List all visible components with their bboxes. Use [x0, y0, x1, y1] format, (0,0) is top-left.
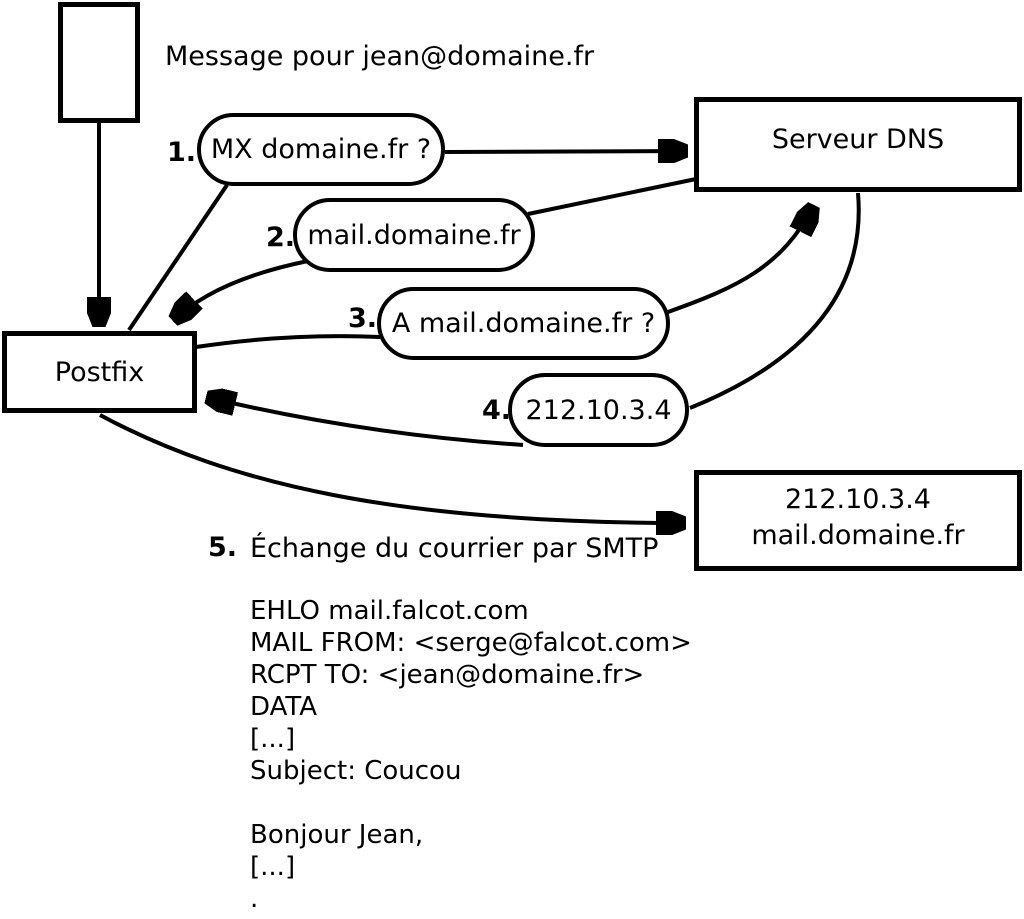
arrow-a-answer-to-postfix	[206, 397, 524, 447]
step4-a-answer-pill: 212.10.3.4	[508, 373, 689, 447]
postfix-label: Postfix	[54, 356, 145, 388]
step2-mx-answer-label: mail.domaine.fr	[307, 219, 521, 251]
step5-label: Échange du courrier par SMTP	[250, 533, 659, 564]
dns-server-node: Serveur DNS	[694, 97, 1022, 192]
line-dns-to-a-answer	[689, 192, 861, 410]
step3-a-query-label: A mail.domaine.fr ?	[391, 308, 656, 339]
smtp-line: EHLO mail.falcot.com	[250, 596, 529, 626]
arrow-postfix-to-target-smtp	[99, 413, 686, 523]
message-title: Message pour jean@domaine.fr	[165, 41, 595, 72]
line-postfix-to-mx-query	[127, 183, 229, 332]
arrow-mx-query-to-dns	[444, 151, 688, 152]
step2-mx-answer-pill: mail.domaine.fr	[293, 198, 535, 272]
smtp-line: [...]	[250, 852, 296, 882]
step2-number: 2.	[266, 222, 296, 253]
smtp-line: [...]	[250, 724, 296, 754]
smtp-line: Subject: Coucou	[250, 756, 462, 786]
step1-mx-query-label: MX domaine.fr ?	[210, 134, 432, 165]
step3-a-query-pill: A mail.domaine.fr ?	[377, 287, 670, 360]
smtp-session-transcript: EHLO mail.falcot.com MAIL FROM: <serge@f…	[250, 595, 692, 915]
smtp-line: MAIL FROM: <serge@falcot.com>	[250, 628, 692, 658]
step3-number: 3.	[348, 303, 378, 334]
target-mail-server-node: 212.10.3.4 mail.domaine.fr	[694, 470, 1022, 571]
smtp-line: .	[250, 884, 259, 914]
line-dns-to-mx-answer	[527, 177, 697, 216]
dns-server-label: Serveur DNS	[771, 124, 945, 155]
postfix-node: Postfix	[2, 331, 197, 413]
smtp-line: RCPT TO: <jean@domaine.fr>	[250, 660, 645, 690]
step1-number: 1.	[167, 137, 197, 168]
step4-number: 4.	[482, 395, 512, 426]
smtp-line: DATA	[250, 692, 317, 722]
arrow-mx-answer-to-postfix	[173, 259, 309, 321]
smtp-line: Bonjour Jean,	[250, 820, 424, 850]
target-ip-label: 212.10.3.4	[784, 483, 931, 515]
message-node	[58, 2, 140, 123]
step4-a-answer-label: 212.10.3.4	[525, 394, 672, 426]
smtp-line-blank	[250, 787, 692, 819]
arrow-a-query-to-dns	[667, 205, 814, 314]
step1-mx-query-pill: MX domaine.fr ?	[197, 113, 445, 186]
target-mail-server-labels: 212.10.3.4 mail.domaine.fr	[751, 482, 964, 554]
target-hostname-label: mail.domaine.fr	[751, 519, 965, 551]
step5-number: 5.	[208, 532, 238, 563]
line-postfix-to-a-query	[195, 334, 381, 349]
